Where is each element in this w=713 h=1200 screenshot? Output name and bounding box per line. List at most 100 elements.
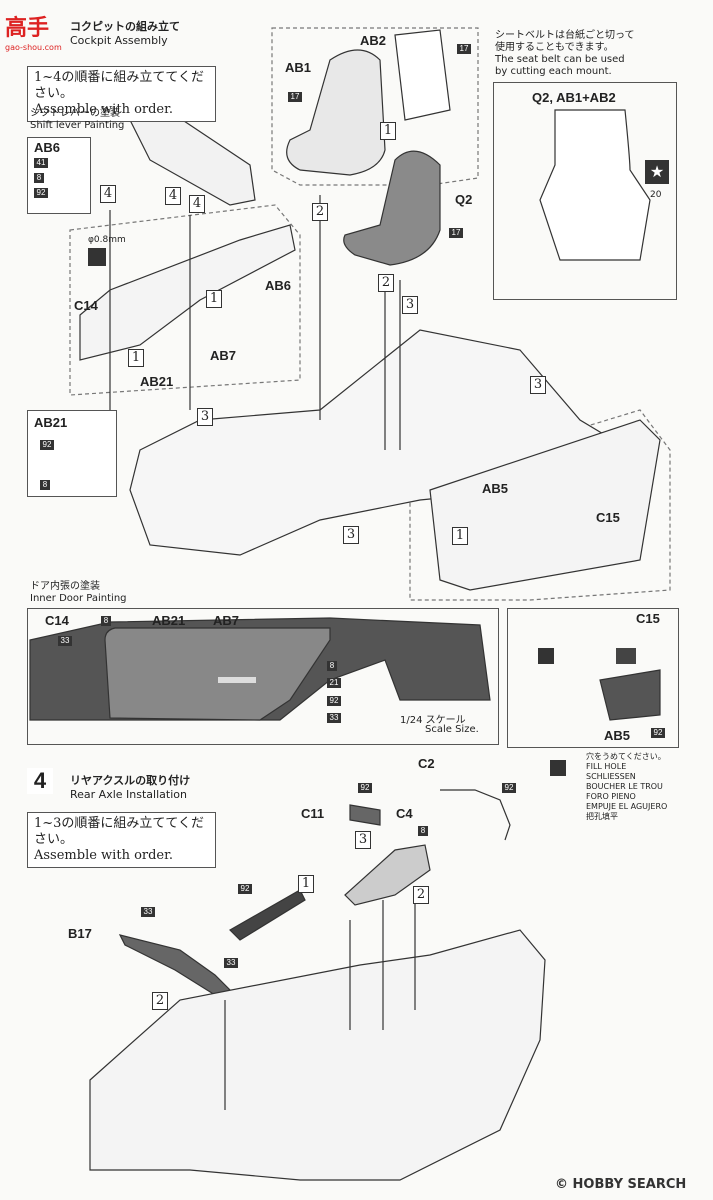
step-marker-1d: 1 (452, 527, 468, 545)
fill-hole-en: FILL HOLE (586, 762, 627, 771)
step4-order-jp: 1~3の順番に組み立ててください。 (34, 816, 205, 847)
step3-title-jp: コクピットの組み立て (70, 20, 180, 33)
ab21-label-c: AB21 (152, 613, 186, 628)
c15-painting-box (507, 608, 679, 748)
copyright-mark: © (555, 1177, 568, 1192)
color-8e: 8 (418, 826, 428, 836)
step-marker-4c: 4 (189, 195, 205, 213)
color-41: 41 (34, 158, 48, 168)
star-decal-icon: ★ (645, 160, 669, 184)
c4-label: C4 (396, 806, 413, 821)
fill-hole-it: FORO PIENO (586, 792, 636, 801)
color-33b: 33 (327, 713, 341, 723)
order-instruction-box: 1~4の順番に組み立ててください。 Assemble with order. (27, 66, 216, 122)
seatbelt-note-en-2: by cutting each mount. (495, 66, 612, 77)
drill-hole-icon (88, 248, 106, 266)
step4-order-en: Assemble with order. (34, 848, 174, 863)
watermark-logo: 高手 gao-shou.com (5, 10, 62, 53)
watermark-logo-text: 高手 (5, 16, 50, 41)
step-marker-4a: 4 (100, 185, 116, 203)
color-92b: 92 (40, 440, 54, 450)
decal-20: 20 (650, 190, 662, 200)
color-33c: 33 (141, 907, 155, 917)
door-painting-en: Inner Door Painting (30, 593, 127, 604)
c15-label: C15 (596, 510, 620, 525)
inner-door-painting-box (27, 608, 499, 745)
color-21: 21 (327, 678, 341, 688)
step4-order-box: 1~3の順番に組み立ててください。 Assemble with order. (27, 812, 216, 868)
scale-en: Scale Size. (425, 724, 479, 735)
step-marker-3c: 3 (197, 408, 213, 426)
ab21-label-a: AB21 (140, 374, 174, 389)
ab5-label-b: AB5 (604, 728, 631, 743)
color-92d: 92 (651, 728, 665, 738)
fill-hole-de: SCHLIESSEN (586, 772, 636, 781)
step4-number: 4 (27, 768, 53, 794)
color-92c: 92 (327, 696, 341, 706)
color-92g: 92 (238, 884, 252, 894)
shift-painting-en: Shift lever Painting (30, 120, 125, 131)
ab2-label: AB2 (360, 33, 387, 48)
c15-label-b: C15 (636, 611, 660, 626)
door-painting-jp: ドア内張の塗装 (30, 581, 100, 592)
c11-label: C11 (301, 806, 325, 821)
shift-painting-jp: シフトレバーの塗装 (30, 108, 120, 119)
step4-title-en: Rear Axle Installation (70, 788, 187, 801)
step4-marker-2a: 2 (413, 886, 429, 904)
ab7-label: AB7 (210, 348, 237, 363)
q2-box-title: Q2, AB1+AB2 (532, 90, 616, 105)
seatbelt-note-jp-2: 使用することもできます。 (495, 42, 614, 53)
step-marker-1b: 1 (206, 290, 222, 308)
order-en: Assemble with order. (34, 102, 174, 117)
color-8: 8 (34, 173, 44, 183)
c2-label: C2 (418, 756, 435, 771)
fill-hole-icon-a (538, 648, 554, 664)
color-17b: 17 (457, 44, 471, 54)
ab21-label-b: AB21 (34, 415, 68, 430)
brand-hobby: HOBBY (572, 1177, 623, 1192)
color-8d: 8 (327, 661, 337, 671)
ab6-label: AB6 (34, 140, 61, 155)
q2-label: Q2 (455, 192, 473, 207)
ab7-part (218, 677, 256, 683)
hobbysearch-logo: © HOBBY SEARCH (555, 1177, 686, 1192)
fill-hole-note: 穴をうめてください。 FILL HOLE SCHLIESSEN BOUCHER … (586, 752, 667, 822)
color-92e: 92 (502, 783, 516, 793)
ab5-label: AB5 (482, 481, 509, 496)
ab7-label-b: AB7 (213, 613, 240, 628)
c14-label-b: C14 (45, 613, 69, 628)
c14-label: C14 (74, 298, 98, 313)
step-marker-1c: 1 (128, 349, 144, 367)
fill-hole-jp: 穴をうめてください。 (586, 752, 666, 761)
order-jp: 1~4の順番に組み立ててください。 (34, 70, 205, 101)
color-33d: 33 (224, 958, 238, 968)
step-marker-3a: 3 (402, 296, 418, 314)
color-92f: 92 (358, 783, 372, 793)
fill-hole-es: EMPUJE EL AGUJERO (586, 802, 668, 811)
ab6-label-b: AB6 (265, 278, 292, 293)
color-8b: 8 (40, 480, 50, 490)
step4-marker-3: 3 (355, 831, 371, 849)
seatbelt-note-jp-1: シートベルトは台紙ごと切って (495, 30, 635, 41)
q2-seatbelt-box (493, 82, 677, 300)
seatbelt-note-en-1: The seat belt can be used (495, 54, 625, 65)
ab1-label: AB1 (285, 60, 312, 75)
color-33a: 33 (58, 636, 72, 646)
color-92: 92 (34, 188, 48, 198)
step4-title: リヤアクスルの取り付け Rear Axle Installation (70, 772, 190, 801)
scale-jp: 1/24 スケール (400, 715, 466, 726)
step4-title-jp: リヤアクスルの取り付け (70, 774, 191, 787)
watermark-site: gao-shou.com (5, 43, 62, 52)
color-17a: 17 (288, 92, 302, 102)
step-marker-3b: 3 (530, 376, 546, 394)
step-marker-3d: 3 (343, 526, 359, 544)
step-marker-4b: 4 (165, 187, 181, 205)
painting-detail-icon (616, 648, 636, 664)
color-17c: 17 (449, 228, 463, 238)
step-marker-2a: 2 (312, 203, 328, 221)
step4-marker-2b: 2 (152, 992, 168, 1010)
step4-marker-1: 1 (298, 875, 314, 893)
b17-label: B17 (68, 926, 92, 941)
fill-hole-icon (550, 760, 566, 776)
